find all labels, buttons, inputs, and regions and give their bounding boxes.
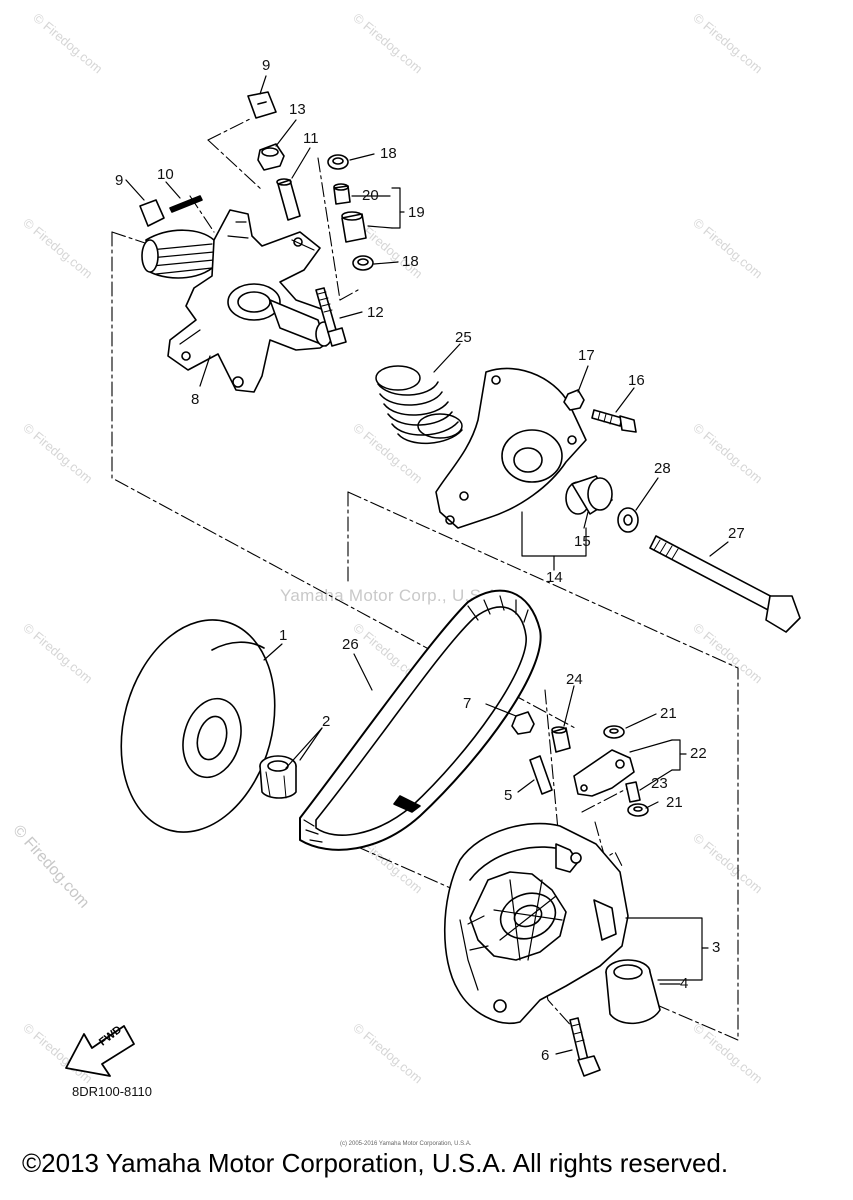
diagram-code: 8DR100-8110 <box>72 1084 152 1099</box>
assembly-lines <box>111 117 739 1041</box>
part-bolt-24 <box>551 726 571 753</box>
callout-6: 6 <box>541 1047 550 1064</box>
part-spring-25 <box>375 365 463 445</box>
part-bolt-12 <box>315 287 347 347</box>
callout-22: 22 <box>690 745 707 762</box>
callout-11: 11 <box>303 130 319 147</box>
watermark-yamaha: Yamaha Motor Corp., U.S.A. <box>280 586 503 605</box>
part-arm-22 <box>573 749 635 797</box>
part-washer-18-top <box>327 154 349 170</box>
callout-24: 24 <box>566 671 583 688</box>
part-clip-9-left <box>139 199 165 227</box>
callout-9: 9 <box>262 57 271 74</box>
callout-4: 4 <box>680 975 689 992</box>
part-bolt-27 <box>649 535 801 633</box>
part-washer-21-bottom <box>627 803 649 817</box>
callout-10: 10 <box>157 166 174 183</box>
part-pin-23 <box>625 781 641 803</box>
part-washer-18-bottom <box>352 255 374 271</box>
copyright-footer: ©2013 Yamaha Motor Corporation, U.S.A. A… <box>22 1148 729 1178</box>
part-bushing-2 <box>259 755 297 799</box>
part-pin-5 <box>529 755 553 795</box>
part-clip-9-top <box>247 91 277 119</box>
callout-5: 5 <box>504 787 513 804</box>
part-nut-13 <box>257 143 285 171</box>
part-bolt-16 <box>591 409 637 433</box>
part-bushing-19 <box>341 211 367 243</box>
part-sheave-3 <box>443 822 629 1025</box>
callout-8: 8 <box>191 391 200 408</box>
callout-18: 18 <box>380 145 397 162</box>
callout-3: 3 <box>712 939 721 956</box>
callout-12: 12 <box>367 304 384 321</box>
callout-17: 17 <box>578 347 595 364</box>
callout-13: 13 <box>289 101 306 118</box>
callout-20: 20 <box>362 187 379 204</box>
part-bushing-15 <box>565 475 613 515</box>
callout-1: 1 <box>279 627 288 644</box>
part-pin-10 <box>169 195 203 213</box>
part-spider-8 <box>141 209 339 393</box>
callout-18: 18 <box>402 253 419 270</box>
callout-21: 21 <box>660 705 677 722</box>
callout-7: 7 <box>463 695 472 712</box>
part-sheave-1 <box>120 619 276 833</box>
callout-28: 28 <box>654 460 671 477</box>
callout-2: 2 <box>322 713 331 730</box>
part-belt-26 <box>299 589 542 851</box>
fine-print: (c) 2005-2016 Yamaha Motor Corporation, … <box>340 1141 472 1147</box>
callout-16: 16 <box>628 372 645 389</box>
callout-26: 26 <box>342 636 359 653</box>
part-nut-17 <box>563 389 585 411</box>
callout-19: 19 <box>408 204 425 221</box>
part-bushing-4 <box>605 959 661 1025</box>
part-washer-28 <box>617 507 639 533</box>
part-pin-11 <box>276 178 301 221</box>
part-cover-14 <box>435 367 587 529</box>
callout-15: 15 <box>574 533 591 550</box>
part-bushing-20 <box>333 183 351 205</box>
callout-21: 21 <box>666 794 683 811</box>
fwd-arrow-icon <box>65 1025 135 1077</box>
callout-27: 27 <box>728 525 745 542</box>
part-washer-21-top <box>603 725 625 739</box>
callout-25: 25 <box>455 329 472 346</box>
callout-23: 23 <box>651 775 668 792</box>
leader-lines <box>125 75 729 1055</box>
callout-14: 14 <box>546 569 563 586</box>
part-nut-7 <box>511 711 535 735</box>
callout-9: 9 <box>115 172 124 189</box>
part-bolt-6 <box>569 1017 601 1077</box>
